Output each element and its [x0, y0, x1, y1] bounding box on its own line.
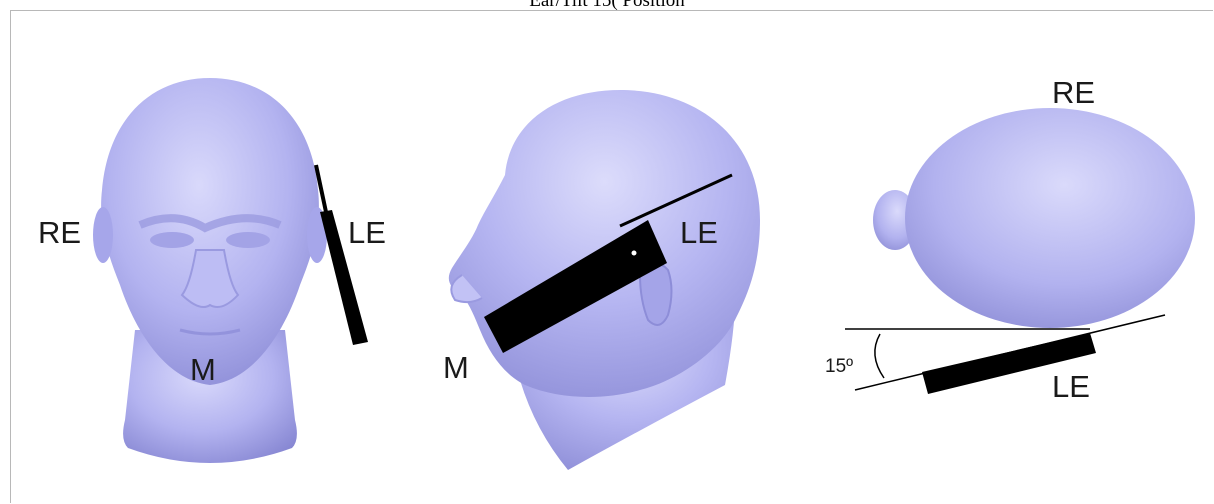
front-mouth-label: M [190, 352, 216, 387]
side-left-ear-label: LE [680, 215, 718, 250]
front-right-ear-label: RE [38, 215, 81, 250]
side-phone-dot [632, 251, 637, 256]
front-head [101, 78, 319, 385]
top-left-ear-label: LE [1052, 369, 1090, 404]
front-left-ear-label: LE [348, 215, 386, 250]
side-view: LE M [443, 90, 760, 470]
top-angle-label: 15º [825, 356, 853, 377]
top-view: RE LE 15º [825, 75, 1195, 404]
top-right-ear-label: RE [1052, 75, 1095, 110]
top-angle-arc [875, 334, 884, 378]
top-head [905, 108, 1195, 328]
front-view: RE LE M [38, 78, 386, 463]
front-right-ear [93, 207, 113, 263]
side-mouth-label: M [443, 350, 469, 385]
front-eye-left [226, 232, 270, 248]
front-eye-right [150, 232, 194, 248]
